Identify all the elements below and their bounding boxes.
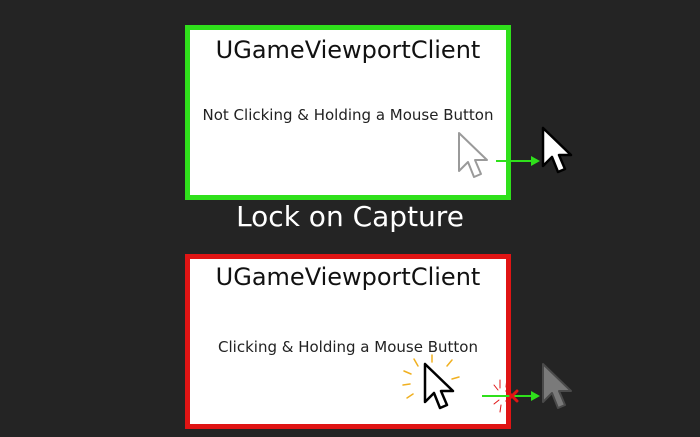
mouse-cursor-icon-disabled: [542, 363, 572, 409]
cursor-inside-bottom: [423, 362, 455, 410]
viewport-panel-clicking: UGameViewportClient Clicking & Holding a…: [185, 254, 511, 429]
middle-label: Lock on Capture: [236, 200, 464, 233]
mouse-cursor-icon: [541, 126, 573, 174]
blocked-arrow-icon: [482, 391, 540, 401]
viewport-panel-not-clicking: UGameViewportClient Not Clicking & Holdi…: [185, 25, 511, 200]
viewport-title: UGameViewportClient: [215, 36, 481, 64]
cursor-inside-top: [458, 132, 488, 178]
impact-lines-icon: [493, 377, 508, 413]
click-burst-icon: [402, 354, 460, 399]
viewport-caption: Not Clicking & Holding a Mouse Button: [202, 106, 494, 124]
viewport-caption: Clicking & Holding a Mouse Button: [218, 338, 478, 356]
arrow-right-icon: [496, 156, 540, 166]
x-mark-icon: [505, 389, 519, 403]
viewport-title: UGameViewportClient: [215, 263, 481, 291]
